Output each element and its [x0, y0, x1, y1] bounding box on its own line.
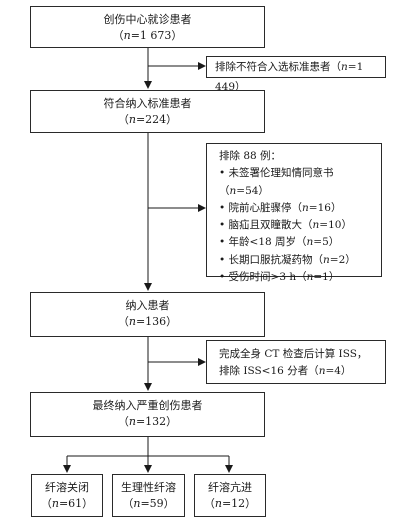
- box-count: （n=224）: [117, 113, 178, 126]
- box-final-severe-trauma: 最终纳入严重创伤患者 （n=132）: [30, 392, 265, 437]
- group-count: （n=61）: [40, 497, 94, 510]
- group-title: 生理性纤溶: [121, 481, 176, 494]
- box-group-physiologic: 生理性纤溶 （n=59）: [112, 474, 185, 517]
- box-trauma-center-patients: 创伤中心就诊患者 （n=1 673）: [30, 6, 265, 48]
- group-title: 纤溶亢进: [208, 481, 252, 494]
- group-count: （n=12）: [203, 497, 257, 510]
- box-count: （n=136）: [117, 315, 178, 328]
- group-count: （n=59）: [122, 497, 175, 510]
- exclude-line: 排除 ISS<16 分者（n=4）: [219, 365, 352, 377]
- box-count: （n=1 673）: [112, 29, 183, 42]
- box-exclude-88: 排除 88 例： • 未签署伦理知情同意书（n=54） • 院前心脏骤停（n=1…: [206, 143, 382, 283]
- box-group-shutdown: 纤溶关闭 （n=61）: [31, 474, 103, 517]
- exclude-item: • 年龄<18 周岁（n=5）: [219, 236, 340, 249]
- exclude-item: • 受伤时间>3 h（n=1）: [219, 271, 340, 284]
- box-title: 最终纳入严重创伤患者: [92, 399, 203, 412]
- box-exclude-iss: 完成全身 CT 检查后计算 ISS， 排除 ISS<16 分者（n=4）: [206, 340, 386, 384]
- exclude-title: 排除 88 例：: [219, 150, 282, 162]
- exclude-item: • 长期口服抗凝药物（n=2）: [219, 253, 356, 266]
- box-exclude-ineligible: 排除不符合入选标准患者（n=1 449）: [206, 56, 386, 93]
- box-group-hyperfibrinolysis: 纤溶亢进 （n=12）: [194, 474, 266, 517]
- group-title: 纤溶关闭: [45, 481, 89, 494]
- exclude-item: • 院前心脏骤停（n=16）: [219, 201, 342, 214]
- exclude-text: 排除不符合入选标准患者（n=1 449）: [215, 61, 364, 93]
- box-title: 纳入患者: [125, 299, 170, 312]
- box-eligible-patients: 符合纳入标准患者 （n=224）: [30, 90, 265, 133]
- box-included-patients: 纳入患者 （n=136）: [30, 292, 265, 337]
- exclude-item: • 脑疝且双瞳散大（n=10）: [219, 219, 352, 232]
- box-title: 创伤中心就诊患者: [103, 13, 192, 26]
- box-count: （n=132）: [117, 415, 178, 428]
- exclude-line: 完成全身 CT 检查后计算 ISS，: [219, 348, 368, 360]
- box-title: 符合纳入标准患者: [103, 97, 192, 110]
- exclude-item: • 未签署伦理知情同意书（n=54）: [219, 167, 334, 197]
